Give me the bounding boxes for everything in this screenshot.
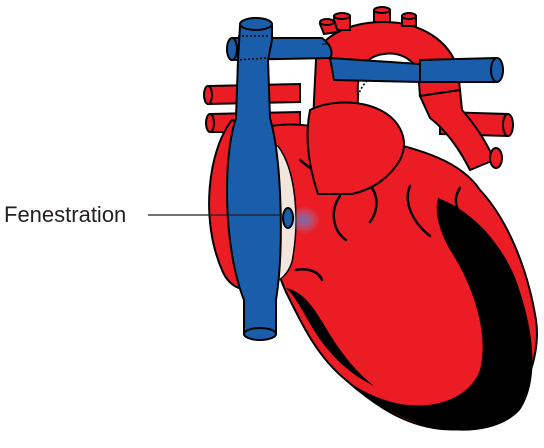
aorta-end (490, 148, 502, 168)
fenestration-label: Fenestration (4, 202, 126, 228)
ivc-opening (244, 328, 276, 340)
svc-opening (240, 18, 272, 30)
vena-cava-conduit (227, 26, 281, 334)
fenestration-hole (283, 208, 293, 228)
